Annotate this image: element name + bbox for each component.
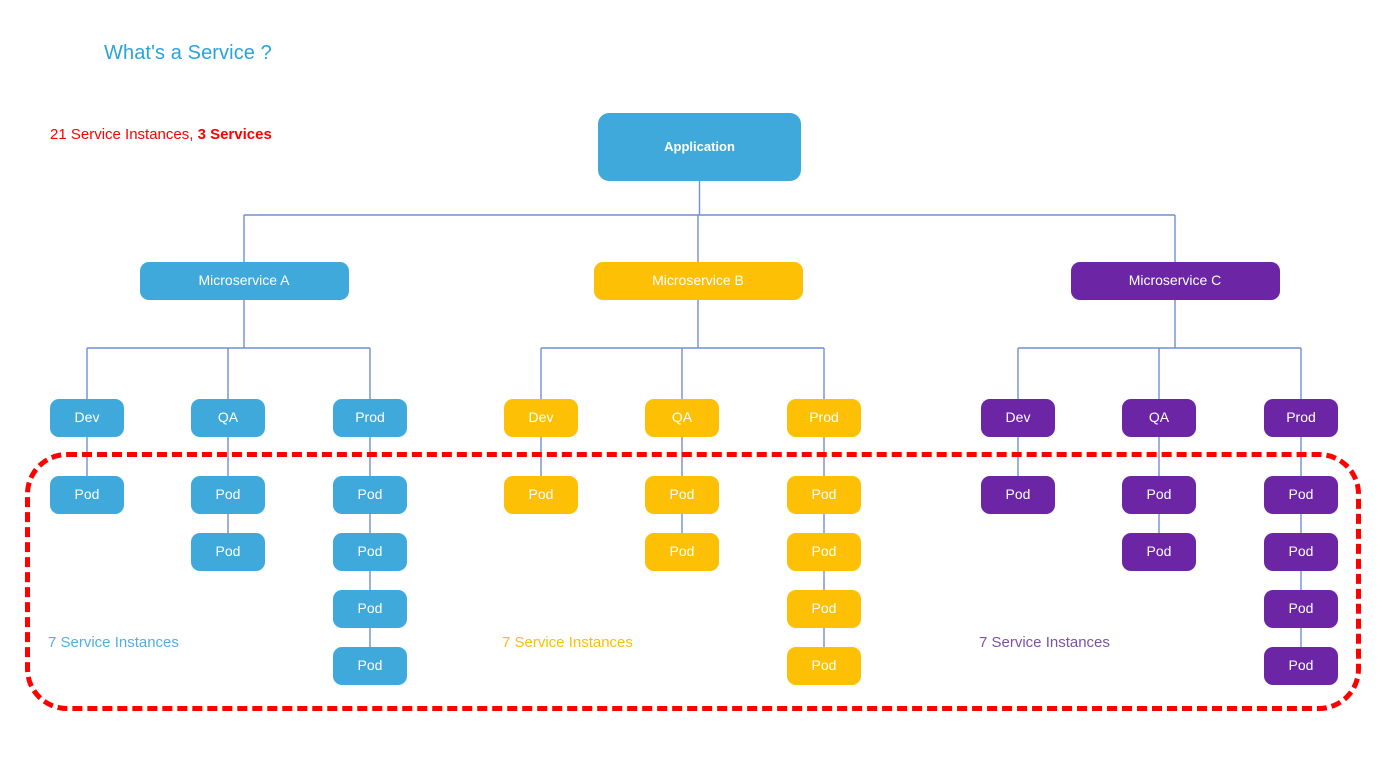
summary-annotation: 21 Service Instances, 3 Services: [50, 126, 272, 143]
pod-node-1-2-0-label: Pod: [811, 486, 837, 503]
pod-node-0-2-2-label: Pod: [357, 600, 383, 617]
environment-node-1-2[interactable]: Prod: [787, 399, 861, 437]
environment-node-2-0[interactable]: Dev: [981, 399, 1055, 437]
environment-node-0-1-label: QA: [217, 409, 239, 426]
instances-caption-2: 7 Service Instances: [979, 634, 1110, 651]
pod-node-1-1-0-label: Pod: [669, 486, 695, 503]
instances-caption-1: 7 Service Instances: [502, 634, 633, 651]
pod-node-1-2-2[interactable]: Pod: [787, 590, 861, 628]
pod-node-1-2-1-label: Pod: [811, 543, 837, 560]
environment-node-1-0[interactable]: Dev: [504, 399, 578, 437]
pod-node-0-2-1[interactable]: Pod: [333, 533, 407, 571]
environment-node-2-0-label: Dev: [1005, 409, 1031, 426]
microservice-node-1-label: Microservice B: [652, 272, 744, 289]
pod-node-0-2-0-label: Pod: [357, 486, 383, 503]
pod-node-2-2-2[interactable]: Pod: [1264, 590, 1338, 628]
environment-node-2-2[interactable]: Prod: [1264, 399, 1338, 437]
environment-node-2-2-label: Prod: [1286, 409, 1316, 426]
microservice-node-0-label: Microservice A: [198, 272, 290, 289]
pod-node-1-0-0[interactable]: Pod: [504, 476, 578, 514]
pod-node-0-1-0-label: Pod: [215, 486, 241, 503]
pod-node-1-2-3-label: Pod: [811, 657, 837, 674]
pod-node-0-1-1[interactable]: Pod: [191, 533, 265, 571]
pod-node-0-0-0-label: Pod: [74, 486, 100, 503]
application-node-label: Application: [664, 138, 735, 154]
environment-node-2-1-label: QA: [1148, 409, 1170, 426]
pod-node-2-2-0[interactable]: Pod: [1264, 476, 1338, 514]
environment-node-1-0-label: Dev: [528, 409, 554, 426]
pod-node-2-2-3-label: Pod: [1288, 657, 1314, 674]
environment-node-1-1-label: QA: [671, 409, 693, 426]
pod-node-2-1-0[interactable]: Pod: [1122, 476, 1196, 514]
pod-node-1-2-1[interactable]: Pod: [787, 533, 861, 571]
instances-caption-0: 7 Service Instances: [48, 634, 179, 651]
pod-node-1-2-3[interactable]: Pod: [787, 647, 861, 685]
application-node[interactable]: Application: [598, 113, 801, 181]
environment-node-0-1[interactable]: QA: [191, 399, 265, 437]
page-title: What's a Service ?: [104, 42, 272, 64]
summary-services-text: 3 Services: [197, 126, 272, 143]
pod-node-0-2-3-label: Pod: [357, 657, 383, 674]
pod-node-0-2-2[interactable]: Pod: [333, 590, 407, 628]
pod-node-0-1-1-label: Pod: [215, 543, 241, 560]
pod-node-2-1-0-label: Pod: [1146, 486, 1172, 503]
pod-node-1-1-1-label: Pod: [669, 543, 695, 560]
environment-node-1-2-label: Prod: [809, 409, 839, 426]
pod-node-2-0-0[interactable]: Pod: [981, 476, 1055, 514]
pod-node-0-2-0[interactable]: Pod: [333, 476, 407, 514]
pod-node-2-2-3[interactable]: Pod: [1264, 647, 1338, 685]
microservice-node-1[interactable]: Microservice B: [593, 262, 803, 300]
environment-node-0-0[interactable]: Dev: [50, 399, 124, 437]
pod-node-2-2-0-label: Pod: [1288, 486, 1314, 503]
pod-node-1-1-0[interactable]: Pod: [645, 476, 719, 514]
environment-node-1-1[interactable]: QA: [645, 399, 719, 437]
environment-node-2-1[interactable]: QA: [1122, 399, 1196, 437]
microservice-node-2[interactable]: Microservice C: [1070, 262, 1280, 300]
pod-node-1-2-2-label: Pod: [811, 600, 837, 617]
pod-node-2-2-1-label: Pod: [1288, 543, 1314, 560]
pod-node-2-0-0-label: Pod: [1005, 486, 1031, 503]
pod-node-0-1-0[interactable]: Pod: [191, 476, 265, 514]
environment-node-0-0-label: Dev: [74, 409, 100, 426]
pod-node-2-2-1[interactable]: Pod: [1264, 533, 1338, 571]
pod-node-0-2-1-label: Pod: [357, 543, 383, 560]
summary-instances-text: 21 Service Instances,: [50, 126, 198, 143]
pod-node-1-0-0-label: Pod: [528, 486, 554, 503]
pod-node-1-1-1[interactable]: Pod: [645, 533, 719, 571]
pod-node-2-1-1[interactable]: Pod: [1122, 533, 1196, 571]
pod-node-2-2-2-label: Pod: [1288, 600, 1314, 617]
microservice-node-0[interactable]: Microservice A: [139, 262, 349, 300]
pod-node-0-0-0[interactable]: Pod: [50, 476, 124, 514]
pod-node-2-1-1-label: Pod: [1146, 543, 1172, 560]
pod-node-1-2-0[interactable]: Pod: [787, 476, 861, 514]
environment-node-0-2[interactable]: Prod: [333, 399, 407, 437]
pod-node-0-2-3[interactable]: Pod: [333, 647, 407, 685]
microservice-node-2-label: Microservice C: [1128, 272, 1222, 289]
environment-node-0-2-label: Prod: [355, 409, 385, 426]
